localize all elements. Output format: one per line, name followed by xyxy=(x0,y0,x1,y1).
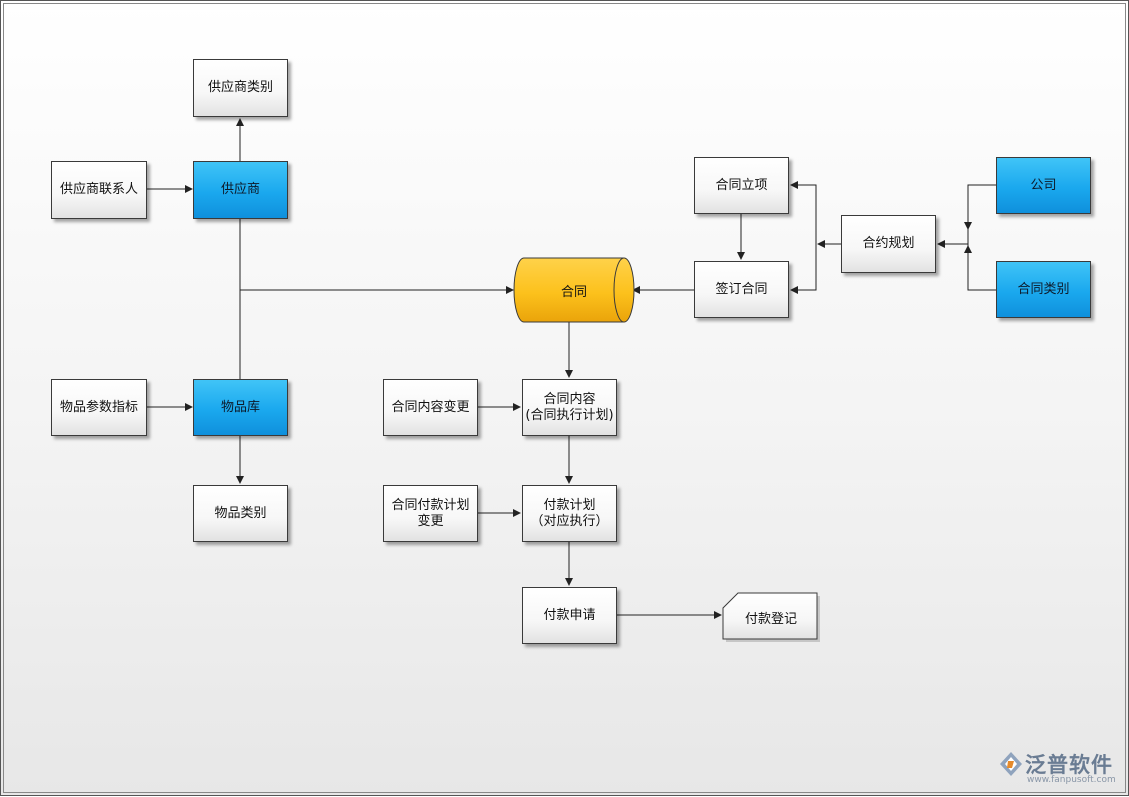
node-content-change: 合同内容变更 xyxy=(383,379,478,436)
brand-logo: 泛普软件 www.fanpusoft.com xyxy=(999,749,1123,789)
node-supplier: 供应商 xyxy=(193,161,288,219)
edge-planning-bracket xyxy=(791,184,817,291)
card-shape xyxy=(722,592,820,642)
frame-border xyxy=(3,3,1126,793)
node-item-param: 物品参数指标 xyxy=(51,379,147,436)
node-payment-register: 付款登记 xyxy=(722,592,820,642)
node-item-category: 物品类别 xyxy=(193,485,288,542)
node-payment-plan-change: 合同付款计划 变更 xyxy=(383,485,478,542)
node-company: 公司 xyxy=(996,157,1091,214)
node-contract-category: 合同类别 xyxy=(996,261,1091,318)
node-contract-content: 合同内容 (合同执行计划) xyxy=(522,379,617,436)
node-contract-project: 合同立项 xyxy=(694,157,789,214)
node-payment-register-label: 付款登记 xyxy=(744,611,797,627)
node-payment-plan: 付款计划 （对应执行） xyxy=(522,485,617,542)
node-contract: 合同 xyxy=(513,257,635,323)
logo-mark-icon xyxy=(1000,752,1022,776)
node-supplier-contact: 供应商联系人 xyxy=(51,161,147,219)
node-contract-label: 合同 xyxy=(560,284,587,300)
cylinder-shape xyxy=(513,257,635,323)
logo-name: 泛普软件 xyxy=(1025,753,1113,777)
node-supplier-category: 供应商类别 xyxy=(193,59,288,117)
logo-url: www.fanpusoft.com xyxy=(1027,775,1116,785)
edge-company-bracket xyxy=(967,184,996,291)
node-sign-contract: 签订合同 xyxy=(694,261,789,318)
node-item-library: 物品库 xyxy=(193,379,288,436)
node-contract-planning: 合约规划 xyxy=(841,215,936,273)
node-payment-request: 付款申请 xyxy=(522,587,617,644)
